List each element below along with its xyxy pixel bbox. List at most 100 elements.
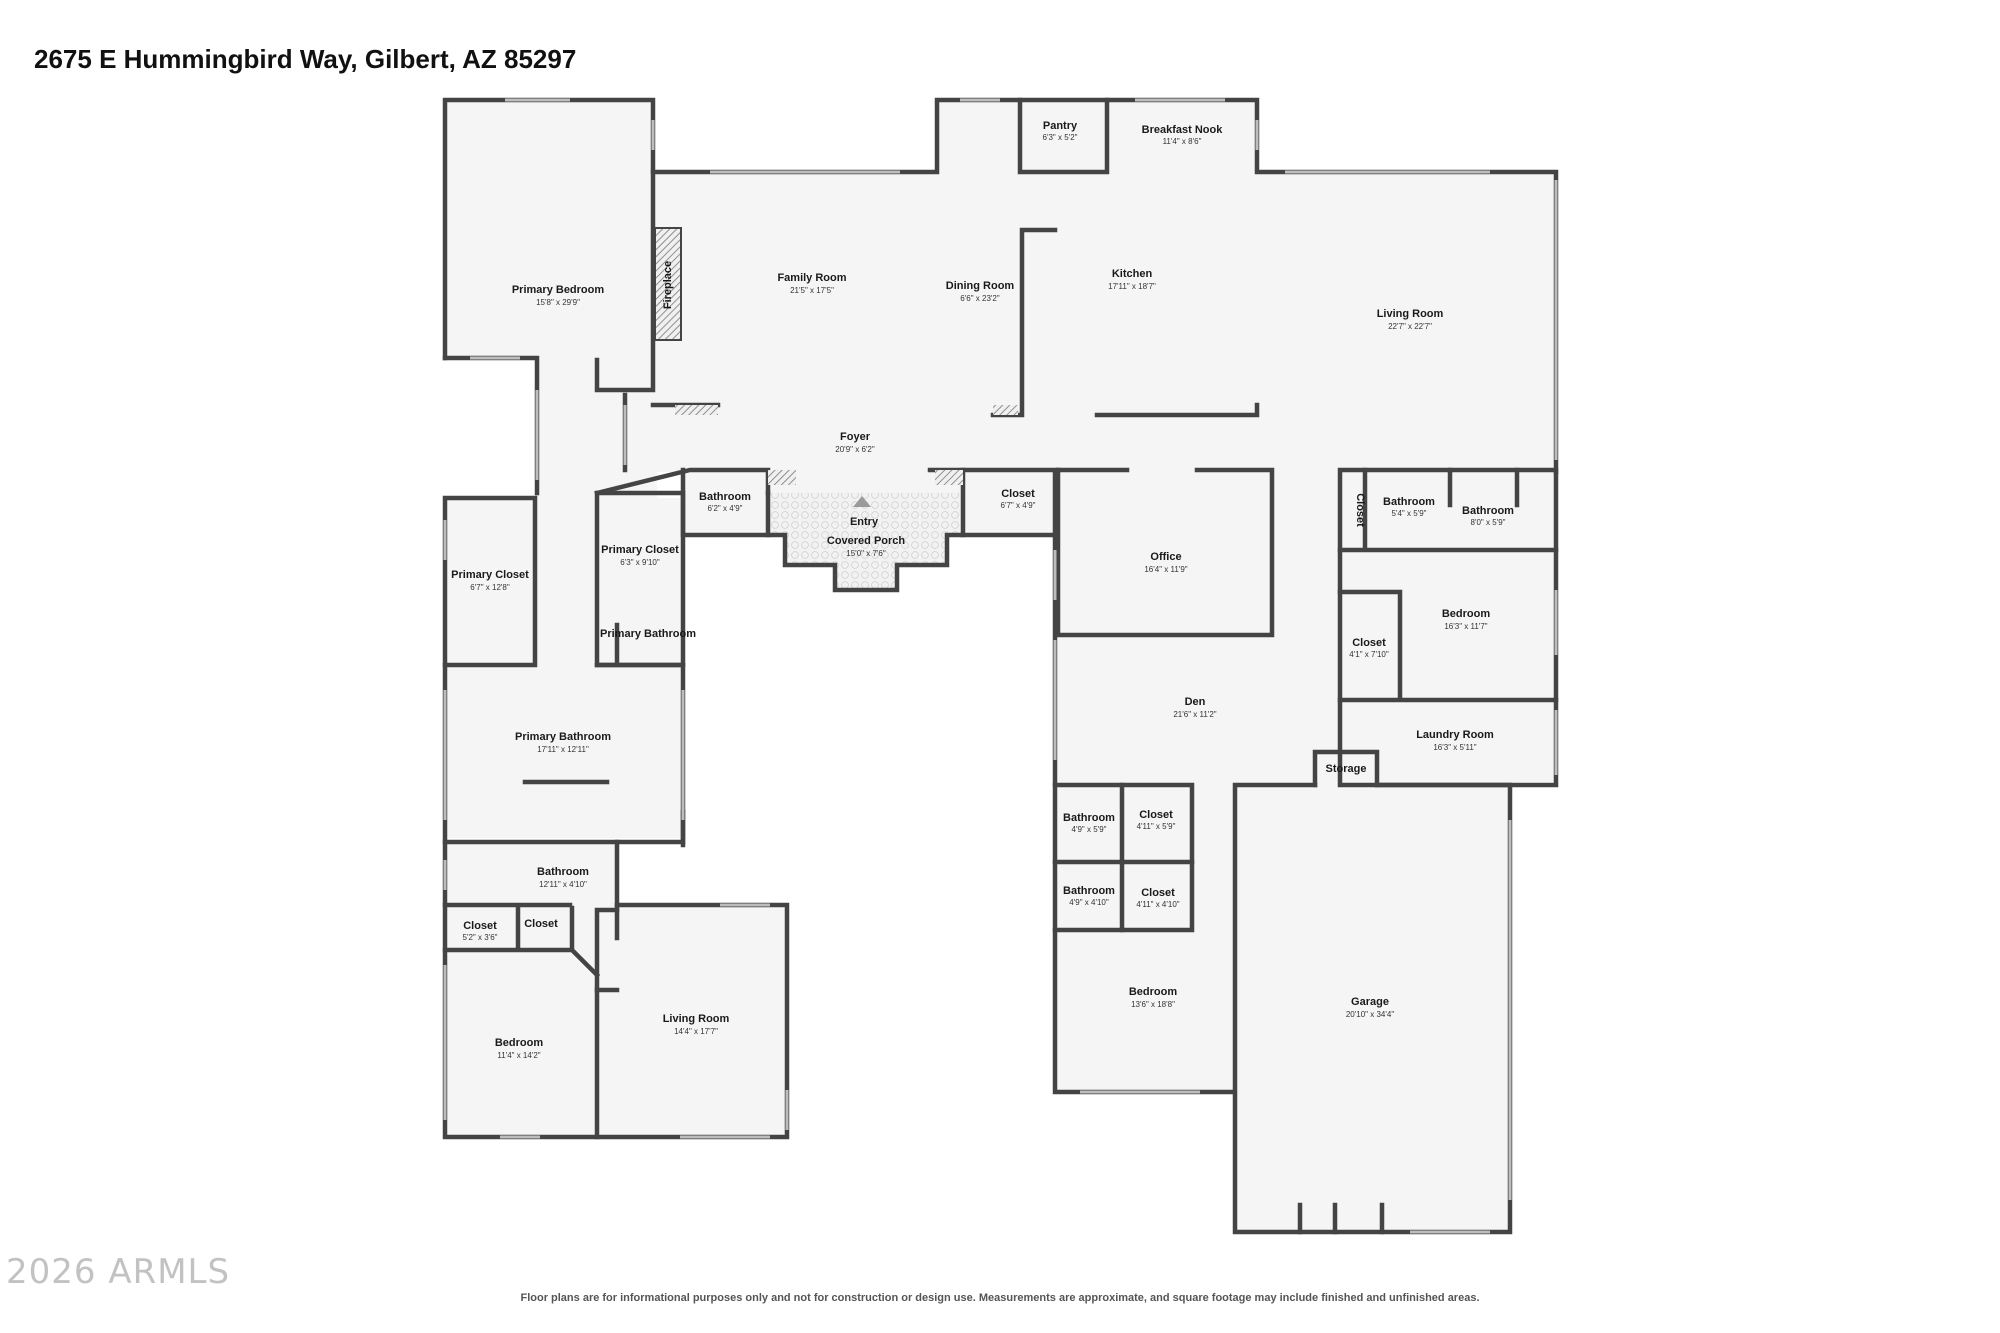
room-laundry-room: Laundry Room 16'3" x 5'11" xyxy=(1416,729,1494,752)
room-living-room-main: Living Room 22'7" x 22'7" xyxy=(1377,308,1444,331)
svg-text:15'8" x 29'9": 15'8" x 29'9" xyxy=(536,298,580,307)
fireplace-label: Fireplace xyxy=(662,261,674,309)
svg-text:4'11" x 5'9": 4'11" x 5'9" xyxy=(1137,822,1176,831)
hatch-foyer-left xyxy=(675,405,718,415)
room-primary-closet-center: Primary Closet 6'3" x 9'10" xyxy=(601,544,679,567)
disclaimer: Floor plans are for informational purpos… xyxy=(520,1292,1480,1304)
room-closet-se-2: Closet 4'11" x 4'10" xyxy=(1136,887,1179,909)
floor-fills xyxy=(445,100,1556,1232)
room-family-room: Family Room 21'5" x 17'5" xyxy=(777,272,846,295)
svg-text:16'3" x 5'11": 16'3" x 5'11" xyxy=(1433,743,1476,752)
svg-text:Primary Bedroom: Primary Bedroom xyxy=(512,284,605,296)
svg-text:Entry: Entry xyxy=(850,516,879,528)
svg-text:Closet: Closet xyxy=(1001,488,1035,500)
svg-text:5'2" x 3'6": 5'2" x 3'6" xyxy=(463,933,498,942)
svg-text:Living Room: Living Room xyxy=(663,1013,730,1025)
svg-text:5'4" x 5'9": 5'4" x 5'9" xyxy=(1392,509,1427,518)
svg-text:Primary Bathroom: Primary Bathroom xyxy=(600,628,696,640)
svg-text:4'1" x 7'10": 4'1" x 7'10" xyxy=(1349,650,1389,659)
svg-text:Closet: Closet xyxy=(1141,887,1175,899)
svg-text:6'7" x 12'8": 6'7" x 12'8" xyxy=(470,583,510,592)
room-den: Den 21'6" x 11'2" xyxy=(1173,696,1216,719)
room-pantry: Pantry 6'3" x 5'2" xyxy=(1043,120,1078,142)
room-primary-bedroom: Primary Bedroom 15'8" x 29'9" xyxy=(512,284,605,307)
svg-text:Bedroom: Bedroom xyxy=(495,1037,544,1049)
svg-text:Closet: Closet xyxy=(524,918,558,930)
svg-text:Bathroom: Bathroom xyxy=(1383,496,1435,508)
room-bathroom-ne-1: Bathroom 5'4" x 5'9" xyxy=(1383,496,1435,518)
svg-text:Office: Office xyxy=(1150,551,1181,563)
svg-text:Storage: Storage xyxy=(1326,763,1367,775)
room-closet-se-1: Closet 4'11" x 5'9" xyxy=(1137,809,1176,831)
svg-text:Bathroom: Bathroom xyxy=(1063,812,1115,824)
wall-family-top xyxy=(650,97,1559,475)
svg-text:21'6" x 11'2": 21'6" x 11'2" xyxy=(1173,710,1216,719)
svg-text:Kitchen: Kitchen xyxy=(1112,268,1153,280)
windows xyxy=(443,98,1558,1234)
svg-text:Laundry Room: Laundry Room xyxy=(1416,729,1494,741)
svg-text:Primary Bathroom: Primary Bathroom xyxy=(515,731,611,743)
svg-text:Living Room: Living Room xyxy=(1377,308,1444,320)
svg-text:6'7" x 4'9": 6'7" x 4'9" xyxy=(1001,501,1036,510)
svg-text:Closet: Closet xyxy=(1139,809,1173,821)
room-garage: Garage 20'10" x 34'4" xyxy=(1346,996,1394,1019)
room-bathroom-sw: Bathroom 12'11" x 4'10" xyxy=(537,866,589,889)
room-storage: Storage xyxy=(1326,763,1367,775)
svg-text:Primary Closet: Primary Closet xyxy=(451,569,529,581)
fireplace-hearth xyxy=(654,227,682,341)
wall-pantry xyxy=(1017,97,1110,175)
room-bedroom-east: Bedroom 16'3" x 11'7" xyxy=(1442,608,1491,631)
room-covered-porch: Covered Porch 15'0" x 7'6" xyxy=(827,535,906,558)
room-bedroom-se: Bedroom 13'6" x 18'8" xyxy=(1129,986,1178,1009)
wall-ne-bath-div xyxy=(1337,467,1559,553)
room-closet-sw-1: Closet 5'2" x 3'6" xyxy=(463,920,498,942)
covered-porch-tile xyxy=(768,493,963,590)
watermark: 2026 ARMLS xyxy=(6,1252,231,1292)
room-bedroom-sw: Bedroom 11'4" x 14'2" xyxy=(495,1037,544,1060)
wall-porch xyxy=(765,467,966,593)
svg-text:12'11" x 4'10": 12'11" x 4'10" xyxy=(539,880,587,889)
svg-text:4'9" x 4'10": 4'9" x 4'10" xyxy=(1069,898,1109,907)
wall-storage xyxy=(1312,749,1380,788)
wall-se-outer xyxy=(1052,532,1513,1235)
svg-text:16'3" x 11'7": 16'3" x 11'7" xyxy=(1444,622,1487,631)
wall-office-top-right xyxy=(1055,467,1275,638)
svg-text:14'4" x 17'7": 14'4" x 17'7" xyxy=(674,1027,718,1036)
svg-text:Dining Room: Dining Room xyxy=(946,280,1015,292)
page-title: 2675 E Hummingbird Way, Gilbert, AZ 8529… xyxy=(34,44,577,74)
svg-text:Closet: Closet xyxy=(463,920,497,932)
svg-text:Foyer: Foyer xyxy=(840,431,871,443)
wall-kitchen-counter xyxy=(1094,402,1260,418)
wall-se-baths-div xyxy=(1052,782,1195,933)
svg-text:16'4" x 11'9": 16'4" x 11'9" xyxy=(1144,565,1187,574)
wall-primary-bedroom-bottom xyxy=(442,355,540,496)
svg-text:Bedroom: Bedroom xyxy=(1129,986,1178,998)
svg-text:Den: Den xyxy=(1185,696,1206,708)
entry-arrow-icon xyxy=(853,496,871,507)
svg-text:22'7" x 22'7": 22'7" x 22'7" xyxy=(1388,322,1432,331)
svg-text:4'9" x 5'9": 4'9" x 5'9" xyxy=(1072,825,1107,834)
wall-garage-door xyxy=(1297,1202,1385,1235)
room-foyer: Foyer 20'9" x 6'2" xyxy=(835,431,875,454)
room-primary-bathroom: Primary Bathroom 17'11" x 12'11" xyxy=(515,731,611,754)
svg-text:6'2" x 4'9": 6'2" x 4'9" xyxy=(708,504,743,513)
svg-text:11'4" x 8'6": 11'4" x 8'6" xyxy=(1163,137,1202,146)
svg-text:11'4" x 14'2": 11'4" x 14'2" xyxy=(497,1051,540,1060)
svg-text:17'11" x 18'7": 17'11" x 18'7" xyxy=(1108,282,1156,291)
wall-closet-sw xyxy=(442,905,601,979)
room-labels: Primary Bedroom 15'8" x 29'9" Family Roo… xyxy=(451,120,1514,1060)
room-primary-closet-west: Primary Closet 6'7" x 12'8" xyxy=(451,569,529,592)
room-breakfast-nook: Breakfast Nook 11'4" x 8'6" xyxy=(1142,124,1224,146)
room-kitchen: Kitchen 17'11" x 18'7" xyxy=(1108,268,1156,291)
hatch-entry-right xyxy=(935,470,963,485)
room-bathroom-ne-2: Bathroom 8'0" x 5'9" xyxy=(1462,505,1514,527)
wall-closet-east xyxy=(1337,589,1559,703)
room-closet-east: Closet 4'1" x 7'10" xyxy=(1349,637,1389,659)
svg-text:8'0" x 5'9": 8'0" x 5'9" xyxy=(1471,518,1506,527)
room-living-room-sw: Living Room 14'4" x 17'7" xyxy=(663,1013,730,1036)
svg-text:Bathroom: Bathroom xyxy=(699,491,751,503)
svg-text:15'0" x 7'6": 15'0" x 7'6" xyxy=(846,549,886,558)
room-entry: Entry xyxy=(850,516,879,528)
wall-primary-closet-west xyxy=(442,495,538,668)
svg-text:20'9" x 6'2": 20'9" x 6'2" xyxy=(835,445,875,454)
